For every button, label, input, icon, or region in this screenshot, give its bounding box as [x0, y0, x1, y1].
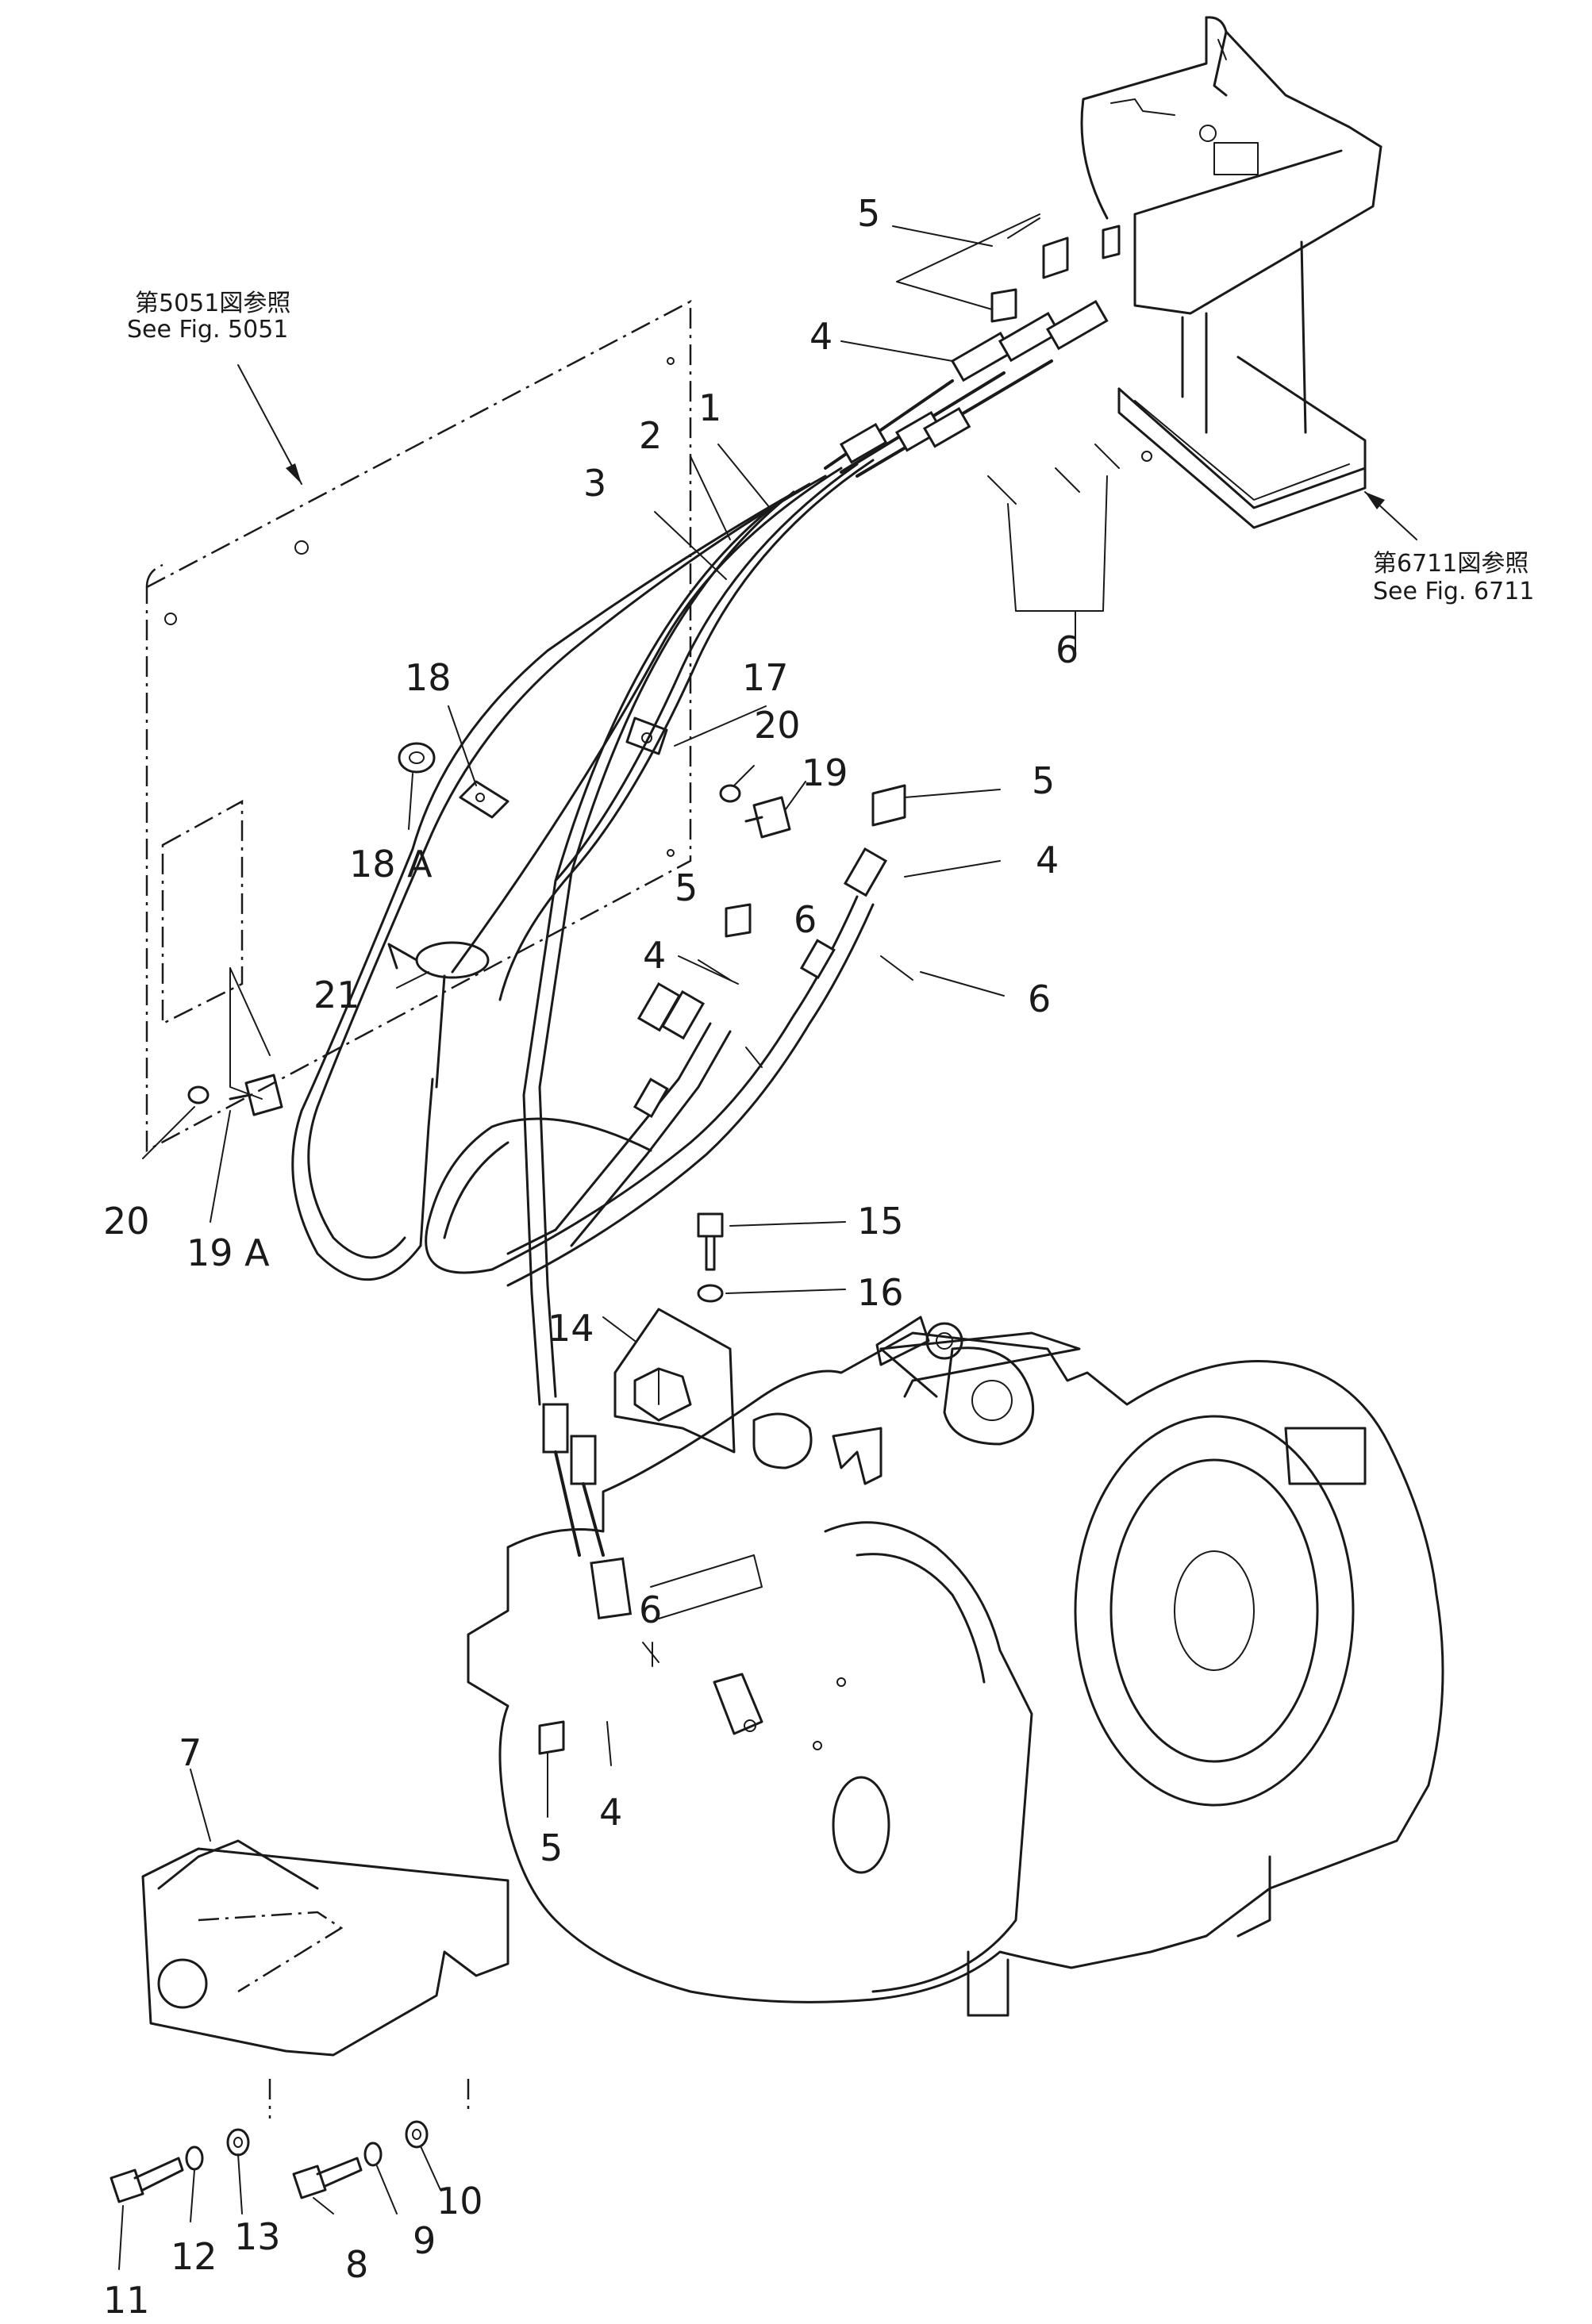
reference-arrows: [237, 217, 1417, 540]
callout-18a: 18 A: [349, 843, 433, 885]
ref-6711-en: See Fig. 6711: [1373, 578, 1534, 605]
callout-20-upper: 20: [754, 704, 801, 747]
cable-pair-middle: [425, 895, 875, 1287]
washer-20-upper: [719, 784, 741, 803]
cotter-pins-6: [642, 444, 1120, 1663]
callout-6-top: 6: [1056, 628, 1079, 671]
ref-6711-jp: 第6711図参照: [1373, 550, 1529, 578]
callout-5-mid: 5: [675, 866, 698, 909]
callout-19: 19: [802, 751, 848, 794]
cable-clevis-mid: [633, 847, 888, 1119]
callout-11: 11: [103, 2279, 150, 2322]
pin-5-right: [871, 784, 906, 827]
clamp-21: [387, 941, 490, 979]
arrow-head-6711: [1365, 492, 1385, 509]
callout-18: 18: [405, 656, 452, 699]
washer-10: [405, 2120, 429, 2149]
lock-washer-12: [185, 2145, 204, 2171]
callout-4-right: 4: [1036, 839, 1059, 882]
callout-4-top: 4: [809, 315, 833, 358]
control-cables: [291, 459, 875, 1406]
callout-17: 17: [742, 656, 789, 699]
callout-1: 1: [698, 386, 721, 429]
callout-5-lower: 5: [540, 1827, 563, 1869]
pin-5-mid: [725, 903, 752, 938]
callout-6-lower: 6: [639, 1588, 662, 1631]
callout-14: 14: [548, 1307, 594, 1350]
ref-5051-en: See Fig. 5051: [127, 316, 288, 344]
pin-5-group-top: [896, 213, 1121, 323]
ref-5051-jp: 第5051図参照: [135, 290, 290, 317]
callout-15: 15: [857, 1200, 904, 1243]
bracket-14: [613, 1308, 736, 1454]
shift-lever-linkage: [875, 1316, 963, 1366]
callout-20-lower: 20: [103, 1200, 150, 1243]
bolt-19: [744, 796, 791, 839]
clamp-17: [625, 716, 668, 755]
callout-19a: 19 A: [187, 1231, 270, 1274]
callout-8: 8: [345, 2243, 368, 2286]
washer-20-lower: [187, 1085, 210, 1104]
leader-lines: [118, 225, 1076, 2270]
bolt-19a: [229, 1074, 283, 1116]
washer-13: [226, 2128, 250, 2157]
cable-clevis-upper: [824, 299, 1109, 478]
callout-4-lower: 4: [599, 1791, 622, 1834]
callout-2: 2: [639, 414, 662, 457]
spacer-18a: [398, 742, 436, 774]
lock-washer-9: [363, 2142, 383, 2167]
side-panel: [145, 299, 692, 1153]
bolt-15: [697, 1212, 724, 1271]
callout-12: 12: [171, 2235, 217, 2278]
bolt-8: [292, 2157, 363, 2199]
clamp-18: [459, 780, 510, 819]
transmission-housing: [467, 1331, 1444, 2017]
arrow-head-5051: [286, 463, 302, 484]
callout-6-right: 6: [1028, 978, 1051, 1020]
callout-5-right: 5: [1032, 759, 1055, 802]
bolt-11: [110, 2157, 184, 2203]
pin-5-lower: [538, 1720, 565, 1755]
callout-16: 16: [857, 1271, 904, 1314]
callout-3: 3: [583, 462, 606, 505]
operator-console-bracket: [1080, 16, 1382, 529]
callout-9: 9: [413, 2219, 436, 2262]
callout-6-mid: 6: [794, 898, 817, 941]
callout-10: 10: [436, 2180, 483, 2222]
callout-4-mid: 4: [643, 934, 666, 977]
callout-7: 7: [179, 1731, 202, 1774]
callout-21: 21: [313, 974, 360, 1016]
cable-clevis-lower: [542, 1403, 633, 1620]
bracket-7: [141, 1839, 510, 2057]
callout-5-top: 5: [857, 192, 880, 235]
washer-16: [697, 1284, 724, 1303]
callout-13: 13: [234, 2215, 281, 2258]
